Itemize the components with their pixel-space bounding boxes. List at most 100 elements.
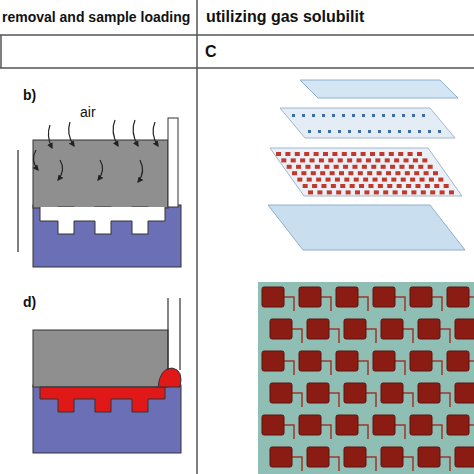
chamber-dot (295, 152, 300, 156)
port-dot (378, 130, 381, 133)
channel-line (432, 361, 442, 375)
chamber-dot (351, 152, 356, 156)
chamber-dot (382, 178, 387, 182)
chamber-dot (393, 190, 398, 194)
chamber-dot (387, 184, 392, 188)
chamber-dot (340, 184, 345, 188)
chamber-dot (391, 178, 396, 182)
chamber-square (307, 447, 329, 467)
channel-line (395, 425, 405, 439)
chamber-square (344, 319, 366, 339)
chamber-dot (413, 158, 418, 162)
chamber-square (381, 319, 403, 339)
channel-line (292, 329, 302, 343)
chamber-dot (418, 165, 423, 169)
chamber-square (418, 447, 440, 467)
chamber-dot (314, 152, 319, 156)
port-dot (418, 130, 421, 133)
chamber-dot (307, 178, 312, 182)
channel-line (403, 393, 413, 407)
chamber-square (455, 319, 474, 339)
chamber-dot (401, 178, 406, 182)
chamber-dot (390, 165, 395, 169)
channel-line (432, 425, 442, 439)
chamber-square (410, 415, 432, 435)
chamber-dot (350, 184, 355, 188)
channel-line (395, 297, 405, 311)
chamber-square (307, 383, 329, 403)
chamber-dot (367, 171, 372, 175)
chamber-square (262, 415, 284, 435)
exploded-layers (268, 80, 465, 250)
port-dot (338, 130, 341, 133)
chamber-square (418, 319, 440, 339)
chamber-dot (444, 184, 449, 188)
chamber-square (270, 383, 292, 403)
chamber-dot (422, 158, 427, 162)
chamber-dot (323, 152, 328, 156)
chamber-dot (346, 190, 351, 194)
chamber-dot (370, 152, 375, 156)
chamber-dot (429, 178, 434, 182)
chamber-square (262, 287, 284, 307)
port-dot (348, 130, 351, 133)
chamber-dot (357, 158, 362, 162)
chamber-square (299, 415, 321, 435)
channel-line (292, 393, 302, 407)
channel-line (440, 457, 450, 471)
chamber-dot (281, 158, 286, 162)
chamber-square (373, 415, 395, 435)
chamber-dot (424, 171, 429, 175)
chamber-dot (406, 184, 411, 188)
chamber-dot (362, 165, 367, 169)
chamber-dot (374, 190, 379, 194)
chamber-square (344, 383, 366, 403)
chamber-square (299, 351, 321, 371)
port-dot (312, 114, 315, 117)
chamber-square (373, 287, 395, 307)
channel-line (469, 297, 474, 311)
panel-letter: b) (23, 88, 36, 102)
channel-line (440, 393, 450, 407)
channel-line (403, 329, 413, 343)
chamber-square (410, 287, 432, 307)
port-dot (302, 114, 305, 117)
chamber-dot (385, 158, 390, 162)
channel-line (366, 329, 376, 343)
chamber-square (455, 447, 474, 467)
chamber-dot (379, 152, 384, 156)
chamber-dot (352, 165, 357, 169)
channel-line (469, 361, 474, 375)
chamber-square (447, 287, 469, 307)
chamber-dot (324, 165, 329, 169)
chamber-dot (315, 165, 320, 169)
channel-line (358, 425, 368, 439)
chamber-dot (301, 171, 306, 175)
port-dot (412, 114, 415, 117)
chamber-square (447, 415, 469, 435)
chamber-dot (276, 152, 281, 156)
port-dot (438, 130, 441, 133)
chamber-dot (331, 184, 336, 188)
port-dot (352, 114, 355, 117)
port-dot (368, 130, 371, 133)
chamber-dot (321, 184, 326, 188)
port-dot (342, 114, 345, 117)
channel-line (284, 361, 294, 375)
chamber-dot (425, 184, 430, 188)
channel-line (292, 457, 302, 471)
channel-line (432, 297, 442, 311)
chamber-square (410, 351, 432, 371)
chamber-dot (438, 178, 443, 182)
chamber-dot (320, 171, 325, 175)
chamber-dot (409, 165, 414, 169)
port-dot (308, 130, 311, 133)
chamber-dot (428, 165, 433, 169)
chamber-dot (304, 152, 309, 156)
chamber-dot (328, 158, 333, 162)
chamber-square (455, 383, 474, 403)
chamber-dot (420, 178, 425, 182)
chamber-dot (440, 190, 445, 194)
